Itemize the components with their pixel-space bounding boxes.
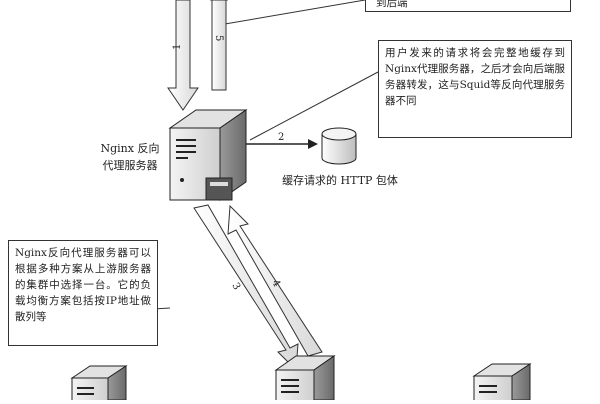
callout-pointer-top xyxy=(224,0,366,25)
callout-pointer-upper xyxy=(249,71,379,141)
arrow-4-from-upstream: 4 xyxy=(227,204,323,357)
top-callout: 到后端 xyxy=(365,0,571,12)
upper-callout: 用户发来的请求将会完整地缓存到Nginx代理服务器，之后才会向后端服务器转发，这… xyxy=(378,40,572,138)
arrow-5-response-out: 5 xyxy=(209,0,229,91)
arrow-1-request-in: 1 xyxy=(167,0,199,111)
arrow-number-4: 4 xyxy=(269,278,282,289)
cache-disk-icon xyxy=(321,127,357,165)
arrow-2-to-cache: 2 xyxy=(242,132,318,149)
upstream-server-left-icon xyxy=(70,365,128,404)
proxy-label-line1: Nginx 反向 xyxy=(100,142,160,155)
arrow-number-1: 1 xyxy=(172,44,183,50)
arrow-number-2: 2 xyxy=(278,132,284,143)
cache-label: 缓存请求的 HTTP 包体 xyxy=(282,174,398,187)
proxy-label-line2: 代理服务器 xyxy=(102,159,158,172)
proxy-label: Nginx 反向 代理服务器 xyxy=(80,140,180,174)
arrow-number-5: 5 xyxy=(213,35,224,41)
left-callout-text: Nginx反向代理服务器可以根据多种方案从上游服务器的集群中选择一台。它的负载均… xyxy=(15,247,151,323)
upstream-server-right-icon xyxy=(472,363,532,404)
arrow-3-to-upstream: 3 xyxy=(193,204,299,372)
proxy-server-icon xyxy=(168,109,248,201)
left-callout: Nginx反向代理服务器可以根据多种方案从上游服务器的集群中选择一台。它的负载均… xyxy=(8,240,158,346)
arrow-number-3: 3 xyxy=(229,281,242,292)
top-callout-text: 到后端 xyxy=(376,0,408,9)
upper-callout-text: 用户发来的请求将会完整地缓存到Nginx代理服务器，之后才会向后端服务器转发，这… xyxy=(385,47,565,107)
upstream-server-middle-icon xyxy=(274,355,336,404)
